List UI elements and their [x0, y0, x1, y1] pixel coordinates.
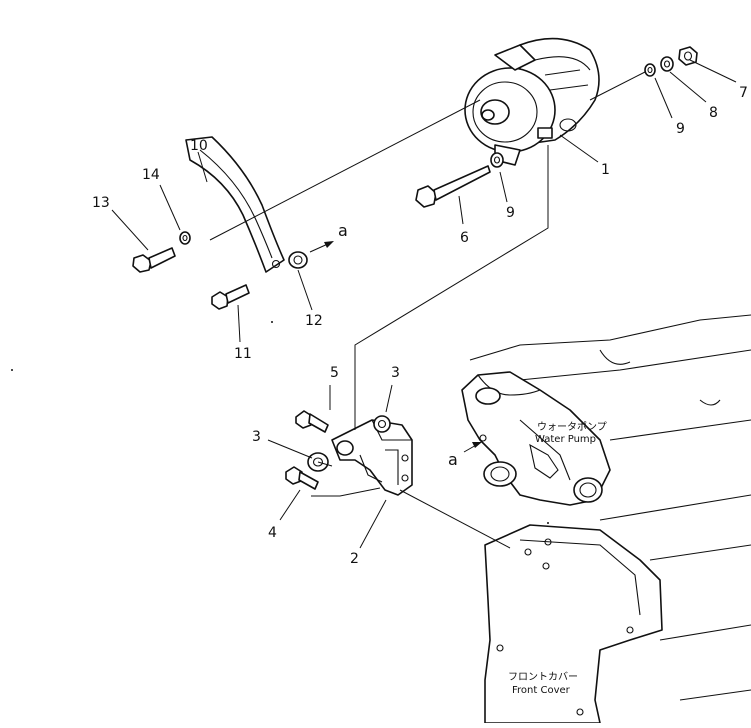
reference-arrow-a-top: a: [309, 221, 348, 253]
ref-a-bottom: a: [448, 450, 458, 469]
bolt-13: [132, 247, 176, 273]
washer-9-right: [644, 63, 656, 77]
assembly-lines: [209, 71, 646, 549]
callout-1: 1: [601, 162, 610, 178]
callout-8: 8: [709, 105, 718, 121]
callout-7: 7: [739, 85, 748, 101]
callout-13: 13: [92, 195, 110, 211]
callout-4: 4: [268, 525, 277, 541]
alternator: [464, 37, 600, 166]
bolt-4: [285, 466, 319, 490]
callout-numbers: 1 2 3 3 4 5 6 7 8 9 9 10 11 12 13 14: [92, 85, 748, 567]
callout-12: 12: [305, 313, 323, 329]
callout-9-center: 9: [506, 205, 515, 221]
washer-9-center: [490, 152, 504, 168]
mounting-bracket-2: [331, 419, 413, 496]
water-pump: [461, 371, 611, 506]
washer-8: [660, 56, 674, 72]
callout-10: 10: [190, 138, 208, 154]
engine-block: [469, 314, 751, 701]
adjusting-bracket-10: [185, 136, 285, 273]
water-pump-label-en: Water Pump: [535, 434, 596, 445]
ref-a-top: a: [338, 221, 348, 240]
front-cover-label-jp: フロントカバー: [508, 671, 578, 683]
callout-3-lower: 3: [252, 429, 261, 445]
callout-2: 2: [350, 551, 359, 567]
stray-dots: [11, 321, 549, 524]
callout-3-upper: 3: [391, 365, 400, 381]
reference-arrow-a-bottom: a: [448, 442, 482, 469]
spacer-12: [288, 251, 308, 269]
bolt-11: [211, 284, 250, 310]
water-pump-label-jp: ウォータポンプ: [537, 421, 607, 433]
part-labels: ウォータポンプ Water Pump フロントカバー Front Cover: [508, 421, 607, 696]
front-cover: [484, 524, 663, 724]
nut-7: [678, 46, 698, 66]
leader-lines: [111, 59, 737, 549]
callout-11: 11: [234, 346, 252, 362]
callout-14: 14: [142, 167, 160, 183]
bolt-5: [295, 410, 329, 433]
callout-9-right: 9: [676, 121, 685, 137]
callout-6: 6: [460, 230, 469, 246]
bolt-6: [415, 165, 491, 208]
callout-5: 5: [330, 365, 339, 381]
front-cover-label-en: Front Cover: [512, 685, 571, 696]
spacer-3-upper: [373, 415, 391, 433]
washer-14: [179, 231, 191, 245]
